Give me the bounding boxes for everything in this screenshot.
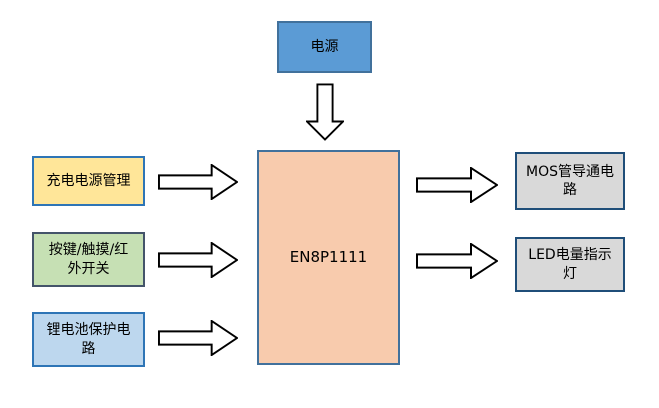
arrow-right-icon <box>158 320 238 356</box>
node-charge-manager-label: 充电电源管理 <box>46 172 131 189</box>
node-power: 电源 <box>277 21 372 73</box>
arrow-down-shape <box>306 83 344 141</box>
node-key-touch-ir-label: 按键/触摸/红外开关 <box>48 242 129 277</box>
node-mos-circuit: MOS管导通电路 <box>515 152 625 210</box>
arrow-right-icon <box>158 242 238 278</box>
arrow-right-icon <box>158 164 238 200</box>
node-mos-circuit-label: MOS管导通电路 <box>526 163 614 198</box>
node-battery-protect: 锂电池保护电路 <box>32 312 145 367</box>
node-battery-protect-label: 锂电池保护电路 <box>46 322 131 357</box>
arrow-down-icon <box>306 83 344 141</box>
node-mcu-label: EN8P1111 <box>289 247 368 266</box>
arrow-right-icon <box>416 167 498 203</box>
node-power-label: 电源 <box>310 38 339 55</box>
arrow-right-shape <box>416 167 498 203</box>
arrow-right-shape <box>416 243 498 279</box>
node-led-indicator-label: LED电量指示灯 <box>528 247 612 282</box>
arrow-right-icon <box>416 243 498 279</box>
node-led-indicator: LED电量指示灯 <box>515 237 625 292</box>
arrow-right-shape <box>158 320 238 356</box>
node-charge-manager: 充电电源管理 <box>32 156 145 206</box>
arrow-right-shape <box>158 242 238 278</box>
arrow-right-shape <box>158 164 238 200</box>
node-key-touch-ir: 按键/触摸/红外开关 <box>32 232 145 287</box>
node-mcu-en8p1111: EN8P1111 <box>257 150 400 365</box>
